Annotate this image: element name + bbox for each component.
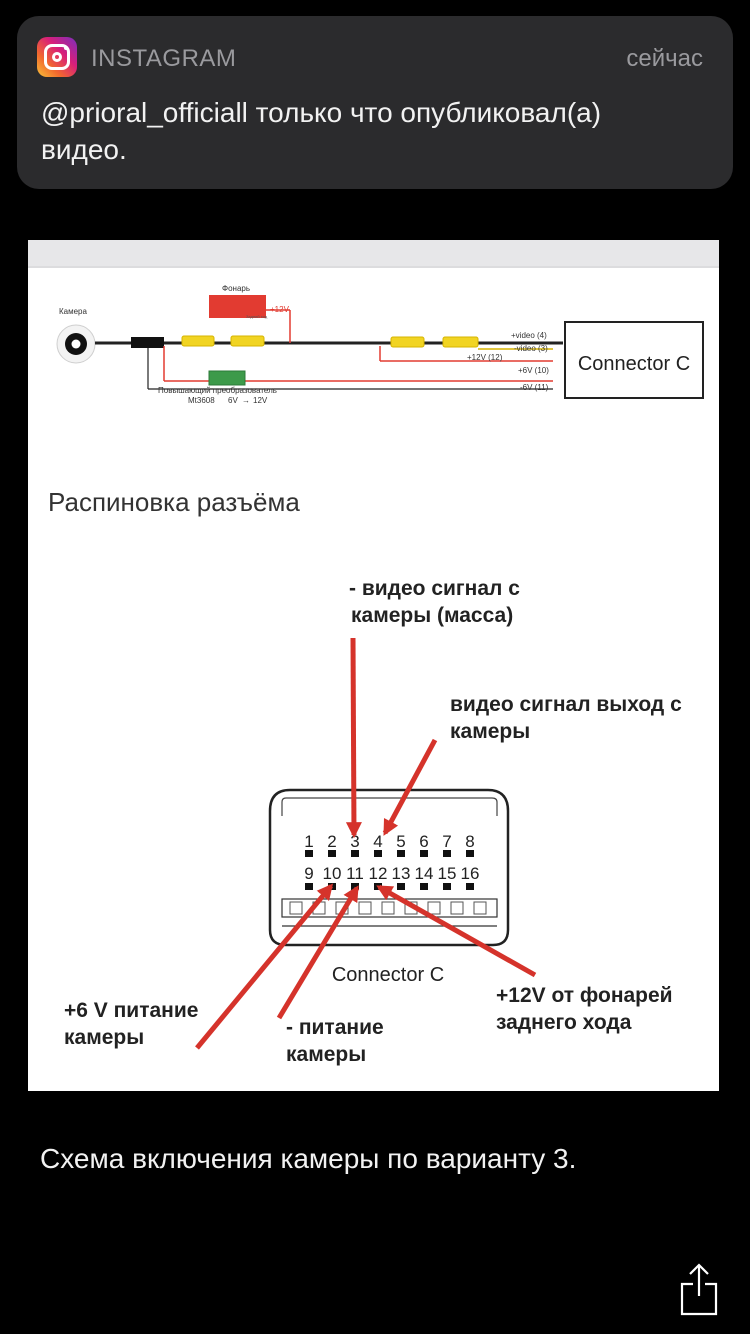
lamp-label: Фонарь <box>222 284 250 293</box>
pin-bottom-label-13: 13 <box>392 864 411 883</box>
pin-bottom-label-11: 11 <box>346 864 364 883</box>
fuse-3 <box>390 336 425 348</box>
annotation-video-out-2: камеры <box>450 720 530 743</box>
connector-notch <box>450 901 464 915</box>
pin-top-contact-7 <box>443 850 451 857</box>
connector-c-box <box>564 321 704 399</box>
pin-bottom-label-14: 14 <box>415 864 434 883</box>
wire-label-video-minus: -video (3) <box>514 344 548 353</box>
pin-top-label-8: 8 <box>465 832 474 851</box>
instagram-app-icon <box>37 37 77 77</box>
annotation-video-ground-2: камеры (масса) <box>351 604 513 627</box>
camera-label: Камера <box>59 307 88 316</box>
wire-label-6v-minus: -6V (11) <box>520 383 549 392</box>
connector-notch <box>289 901 303 915</box>
pin-top-contact-3 <box>351 850 359 857</box>
pin-top-contact-5 <box>397 850 405 857</box>
pin-bottom-contact-14 <box>420 883 428 890</box>
camera-plug <box>131 337 164 348</box>
image-top-bar <box>28 240 719 268</box>
annotation-minus-power-1: - питание <box>286 1016 384 1039</box>
converter-label: Повышающий преобразователь <box>158 386 277 395</box>
converter-board <box>208 370 246 386</box>
svg-text:→: → <box>242 396 250 405</box>
annotation-plus6v-1: +6 V питание <box>64 999 198 1022</box>
connector-notch <box>381 901 395 915</box>
arrow-pin4 <box>382 738 438 836</box>
annotation-plus6v-2: камеры <box>64 1026 144 1049</box>
arrow-pin3 <box>345 637 362 839</box>
pin-bottom-label-16: 16 <box>461 864 480 883</box>
pin-bottom-contact-9 <box>305 883 313 890</box>
connector-c-housing <box>268 788 510 947</box>
connector-notch <box>358 901 372 915</box>
annotation-plus12v-1: +12V от фонарей <box>496 984 673 1007</box>
pin-bottom-label-15: 15 <box>438 864 457 883</box>
fuse-1 <box>181 335 215 347</box>
lamp-note: Задний ход <box>246 314 268 319</box>
pin-bottom-contact-13 <box>397 883 405 890</box>
converter-model: Mt3608 <box>188 396 215 405</box>
pin-top-label-2: 2 <box>327 832 336 851</box>
share-icon[interactable] <box>680 1262 718 1316</box>
annotation-video-ground-1: - видео сигнал с <box>349 577 520 600</box>
connector-c-box-label: Connector C <box>578 353 690 375</box>
notification-app-name: INSTAGRAM <box>91 45 237 72</box>
wire-label-6v-plus: +6V (10) <box>518 366 549 375</box>
notification-time: сейчас <box>626 45 703 72</box>
pin-bottom-contact-16 <box>466 883 474 890</box>
connector-label: Connector C <box>332 964 444 986</box>
pin-top-contact-6 <box>420 850 428 857</box>
wire-label-video-plus: +video (4) <box>511 331 547 340</box>
pin-top-contact-4 <box>374 850 382 857</box>
arrow-pin11 <box>276 885 360 1020</box>
pin-top-label-1: 1 <box>304 832 313 851</box>
connector-notch <box>427 901 441 915</box>
fuse-4 <box>442 336 479 348</box>
annotation-plus12v-2: заднего хода <box>496 1011 632 1034</box>
pin-top-label-7: 7 <box>442 832 451 851</box>
arrow-pin12 <box>376 884 537 978</box>
wire-label-12v: +12V (12) <box>467 353 503 362</box>
pinout-section-title: Распиновка разъёма <box>48 487 300 517</box>
pin-top-contact-2 <box>328 850 336 857</box>
pin-top-contact-8 <box>466 850 474 857</box>
converter-out: 12V <box>253 396 268 405</box>
pin-bottom-label-12: 12 <box>369 864 388 883</box>
notification-banner[interactable]: INSTAGRAM сейчас @prioral_officiall толь… <box>17 16 733 189</box>
wiring-diagram: Камера Фонарь Задний ход +12V +video (4)… <box>48 284 704 1066</box>
arrow-pin10 <box>195 883 334 1050</box>
converter-range: 6V <box>228 396 238 405</box>
pin-top-label-3: 3 <box>350 832 359 851</box>
notification-message: @prioral_officiall только что опубликова… <box>41 97 602 165</box>
pin-bottom-label-10: 10 <box>323 864 342 883</box>
post-caption: Схема включения камеры по варианту 3. <box>40 1143 577 1174</box>
pin-top-contact-1 <box>305 850 313 857</box>
pin-bottom-contact-15 <box>443 883 451 890</box>
pin-top-label-6: 6 <box>419 832 428 851</box>
wiring-diagram-image[interactable]: Камера Фонарь Задний ход +12V +video (4)… <box>28 240 719 1091</box>
fuse-2 <box>230 335 265 347</box>
annotation-minus-power-2: камеры <box>286 1043 366 1066</box>
lamp-block <box>209 295 266 318</box>
pin-top-label-5: 5 <box>396 832 405 851</box>
pin-top-label-4: 4 <box>373 832 382 851</box>
plus12-label: +12V <box>270 305 290 314</box>
annotation-video-out-1: видео сигнал выход с <box>450 693 682 716</box>
pin-bottom-label-9: 9 <box>304 864 313 883</box>
connector-notch <box>473 901 487 915</box>
